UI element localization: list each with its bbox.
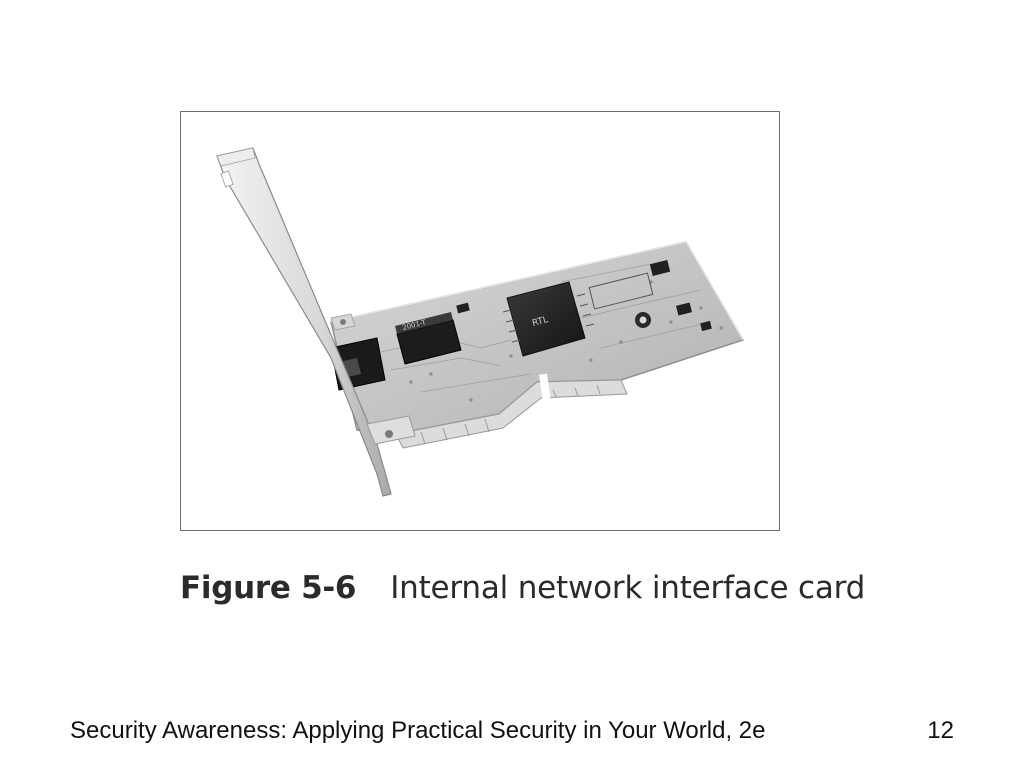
svg-text:RTL: RTL xyxy=(531,315,549,329)
figure-label: Figure 5-6 xyxy=(180,570,357,606)
figure-title: Internal network interface card xyxy=(390,570,866,606)
figure-caption: Figure 5-6 Internal network interface car… xyxy=(180,566,900,610)
oscillator xyxy=(635,312,651,328)
transformer-module: 2001-T xyxy=(395,312,462,365)
pci-edge-connector xyxy=(395,379,628,449)
controller-chip: RTL xyxy=(502,281,595,357)
network-interface-card-illustration: RTL 2001-T xyxy=(216,147,745,497)
mounting-bracket xyxy=(216,147,416,497)
footer-title: Security Awareness: Applying Practical S… xyxy=(70,717,766,744)
figure-image-frame: RTL 2001-T xyxy=(180,111,780,531)
small-chips xyxy=(456,260,712,332)
page-number: 12 xyxy=(927,717,954,744)
